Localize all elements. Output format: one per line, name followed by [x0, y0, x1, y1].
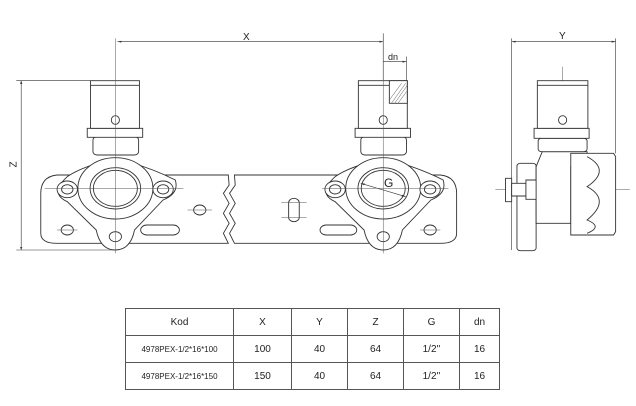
dimension-label-g: G	[384, 176, 394, 190]
cell-kod: 4978PEX-1/2*16*100	[125, 335, 234, 363]
header-x: X	[233, 308, 292, 336]
dimension-label-y: Y	[559, 31, 566, 42]
table-row: 4978PEX-1/2*16*100 100 40 64 1/2'' 16	[125, 335, 500, 363]
cell-g: 1/2''	[403, 362, 460, 390]
cell-dn: 16	[459, 335, 500, 363]
cell-z: 64	[347, 335, 404, 363]
header-z: Z	[347, 308, 404, 336]
cell-x: 100	[233, 335, 292, 363]
cell-x: 150	[233, 362, 292, 390]
technical-drawing	[0, 20, 636, 270]
cell-g: 1/2''	[403, 335, 460, 363]
dimensions-table: Kod X Y Z G dn 4978PEX-1/2*16*100 100 40…	[125, 308, 500, 390]
cell-y: 40	[291, 362, 348, 390]
dimension-label-x: X	[243, 32, 250, 43]
header-y: Y	[291, 308, 348, 336]
slot	[289, 198, 300, 221]
header-dn: dn	[459, 308, 500, 336]
dimension-label-dn: dn	[388, 52, 399, 62]
dimension-label-z: Z	[8, 161, 20, 168]
dimension-lines	[16, 33, 615, 250]
header-g: G	[403, 308, 460, 336]
slot	[141, 225, 180, 235]
cell-kod: 4978PEX-1/2*16*150	[125, 362, 234, 390]
cell-dn: 16	[459, 362, 500, 390]
slot	[320, 225, 357, 235]
side-view	[506, 81, 616, 251]
cell-z: 64	[347, 362, 404, 390]
table-header-row: Kod X Y Z G dn	[125, 308, 500, 336]
cell-y: 40	[291, 335, 348, 363]
table-row: 4978PEX-1/2*16*150 150 40 64 1/2'' 16	[125, 362, 500, 390]
header-kod: Kod	[125, 308, 234, 336]
